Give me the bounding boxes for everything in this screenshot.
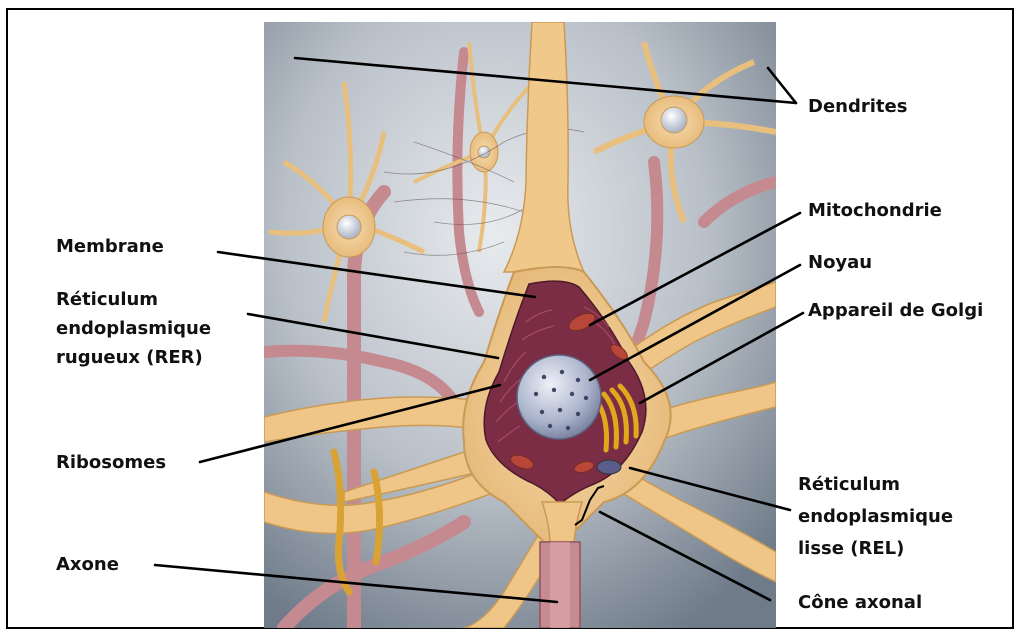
smooth-er: [597, 460, 621, 474]
label-rer-line3: rugueux (RER): [56, 343, 203, 372]
neuron-illustration: [264, 22, 776, 628]
label-noyau: Noyau: [808, 248, 872, 277]
label-rel-line1: Réticulum: [798, 470, 900, 499]
nucleus: [517, 355, 601, 439]
label-golgi: Appareil de Golgi: [808, 296, 983, 325]
label-mitochondrie: Mitochondrie: [808, 196, 942, 225]
label-rer-line2: endoplasmique: [56, 314, 211, 343]
label-dendrites: Dendrites: [808, 92, 907, 121]
label-rel-line3: lisse (REL): [798, 534, 904, 563]
label-membrane: Membrane: [56, 232, 164, 261]
label-ribosomes: Ribosomes: [56, 448, 166, 477]
label-axone: Axone: [56, 550, 119, 579]
label-cone: Cône axonal: [798, 588, 922, 617]
label-rer-line1: Réticulum: [56, 285, 158, 314]
label-rel-line2: endoplasmique: [798, 502, 953, 531]
